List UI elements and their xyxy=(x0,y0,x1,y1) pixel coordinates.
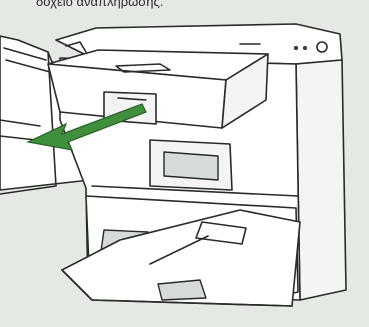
base-dock xyxy=(62,196,300,306)
